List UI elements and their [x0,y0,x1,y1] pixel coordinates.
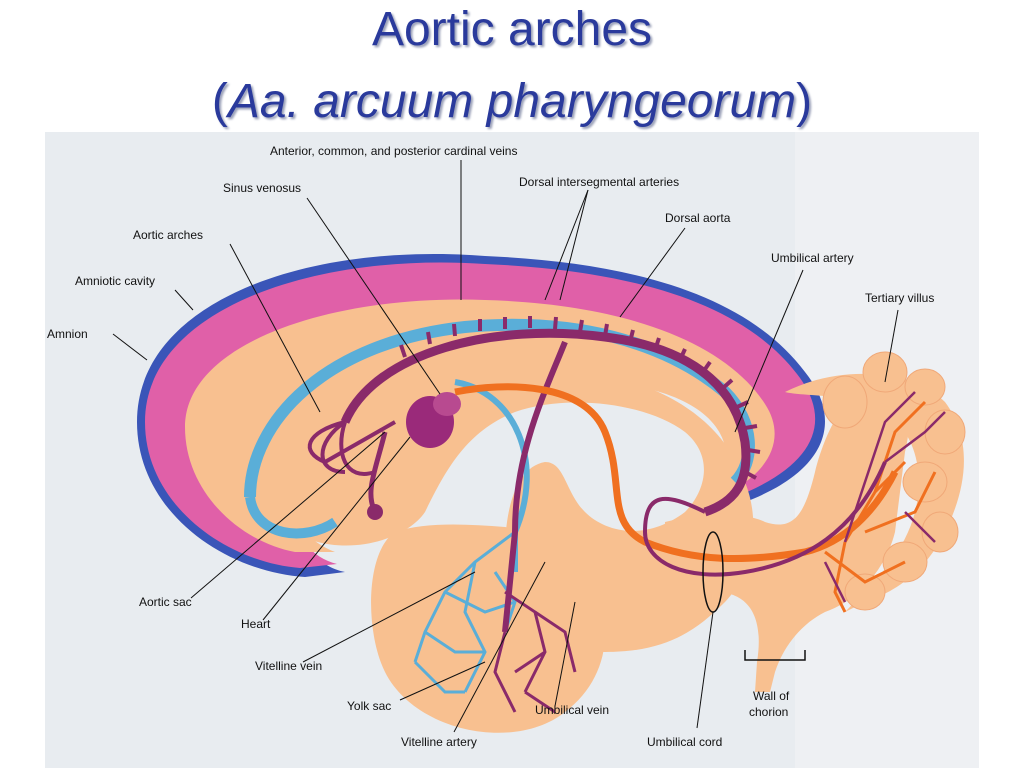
label-umbilical-vein: Umbilical vein [535,703,609,717]
chorion-bracket [744,650,806,661]
title-paren-open: ( [211,75,228,128]
vitelline-artery-network [493,590,577,714]
leader-lines [112,160,899,733]
anterior-cardinal-vein [245,495,338,539]
label-umbilical-cord: Umbilical cord [647,735,722,749]
label-yolk-sac: Yolk sac [347,699,391,713]
label-heart: Heart [241,617,271,631]
umbilical-artery-branches [823,391,946,603]
connecting-stalk [665,381,909,692]
label-vitelline-vein: Vitelline vein [255,659,322,673]
label-dorsal-aorta: Dorsal aorta [665,211,731,225]
embryo-inner [251,366,754,652]
umbilical-artery [642,461,887,577]
yolk-sac [371,524,605,733]
diagram-svg: Anterior, common, and posterior cardinal… [45,132,979,768]
embryo-circulation-diagram: Anterior, common, and posterior cardinal… [45,132,979,768]
label-wall-of-chorion-line2: chorion [749,705,788,719]
aortic-arch-vessels [307,420,396,476]
label-sinus-venosus: Sinus venosus [223,181,301,195]
label-aortic-sac: Aortic sac [139,595,192,609]
title-latin-name: Aa. arcuum pharyngeorum [227,75,797,128]
label-aortic-arches: Aortic arches [133,228,203,242]
title-main: Aortic arches [371,3,653,56]
vitelline-artery-trunk [502,340,568,633]
label-cardinal-veins: Anterior, common, and posterior cardinal… [270,144,517,158]
label-amniotic-cavity: Amniotic cavity [75,274,155,288]
diagram-labels: Anterior, common, and posterior cardinal… [47,144,934,749]
sinus-venosus-shape [433,392,461,416]
title-latin: (Aa. arcuum pharyngeorum) [0,74,1024,130]
dorsal-intersegmental-arteries [399,316,761,480]
label-vitelline-artery: Vitelline artery [401,735,477,749]
label-tertiary-villus: Tertiary villus [865,291,934,305]
title-paren-close: ) [796,75,813,128]
label-dorsal-intersegmental-arteries: Dorsal intersegmental arteries [519,175,679,189]
label-umbilical-artery: Umbilical artery [771,251,854,265]
label-amnion: Amnion [47,327,88,341]
aortic-sac-shape [367,504,383,520]
label-wall-of-chorion-line1: Wall of [753,689,790,703]
